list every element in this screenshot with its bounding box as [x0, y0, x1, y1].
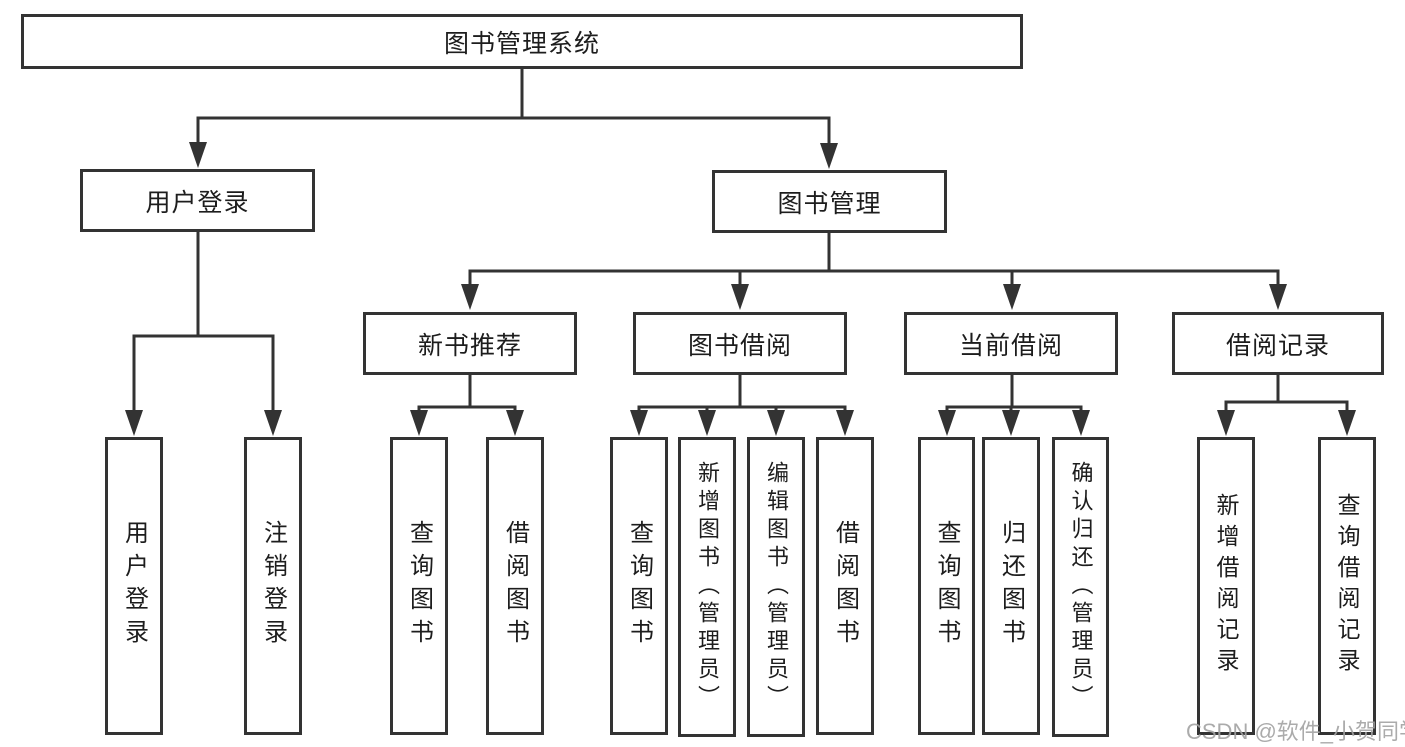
node-label: 图书管理系统: [443, 29, 600, 58]
arrowhead: [410, 410, 428, 436]
node-label: 新增借阅记录: [1213, 493, 1239, 679]
leaf-logout: 注销登录: [244, 437, 302, 735]
node-label: 用户登录: [145, 188, 250, 217]
arrowhead: [1003, 284, 1021, 310]
arrowhead: [938, 410, 956, 436]
csdn-watermark: CSDN @软件_小贺同学: [1186, 719, 1405, 744]
wire-book-management-to-level3: [461, 231, 1287, 310]
node-label: 注销登录: [259, 520, 287, 652]
arrowhead: [820, 143, 838, 169]
arrowhead: [767, 410, 785, 436]
node-label: 查询借阅记录: [1334, 493, 1360, 679]
node-label: 借阅图书: [501, 520, 529, 652]
node-new-book-recommend: 新书推荐: [363, 312, 577, 375]
node-book-borrow: 图书借阅: [633, 312, 847, 375]
leaf-borrow-add-book-admin: 新增图书（管理员）: [678, 437, 736, 737]
node-user-login: 用户登录: [80, 169, 315, 232]
arrowhead: [125, 410, 143, 436]
leaf-current-query-book: 查询图书: [918, 437, 975, 735]
leaf-current-return-book: 归还图书: [982, 437, 1040, 735]
arrowhead: [506, 410, 524, 436]
node-borrow-record: 借阅记录: [1172, 312, 1384, 375]
arrowhead: [1072, 410, 1090, 436]
wire-book-borrow-to-leaves: [630, 373, 854, 436]
wire-current-borrow-to-leaves: [938, 373, 1090, 436]
leaf-record-add-borrow-record: 新增借阅记录: [1197, 437, 1255, 735]
arrowhead: [1002, 410, 1020, 436]
arrowhead: [1269, 284, 1287, 310]
wire-borrow-record-to-leaves: [1217, 373, 1356, 436]
node-label: 当前借阅: [958, 331, 1063, 360]
leaf-newbook-borrow-book: 借阅图书: [486, 437, 544, 735]
node-label: 用户登录: [120, 520, 148, 652]
leaf-user-login: 用户登录: [105, 437, 163, 735]
leaf-current-confirm-return-admin: 确认归还（管理员）: [1052, 437, 1109, 737]
arrowhead: [731, 284, 749, 310]
node-current-borrow: 当前借阅: [904, 312, 1118, 375]
node-label: 借阅图书: [831, 520, 859, 652]
wire-root-to-level2: [189, 65, 838, 169]
arrowhead: [189, 142, 207, 168]
arrowhead: [1338, 410, 1356, 436]
leaf-newbook-query-book: 查询图书: [390, 437, 448, 735]
node-label: 查询图书: [625, 520, 653, 652]
arrowhead: [461, 284, 479, 310]
node-label: 图书借阅: [687, 331, 792, 360]
arrowhead: [836, 410, 854, 436]
leaf-record-query-borrow-record: 查询借阅记录: [1318, 437, 1376, 735]
node-label: 新增图书（管理员）: [695, 461, 720, 713]
node-label: 归还图书: [997, 520, 1025, 652]
leaf-borrow-query-book: 查询图书: [610, 437, 668, 735]
node-label: 编辑图书（管理员）: [764, 461, 789, 713]
node-label: 新书推荐: [417, 331, 522, 360]
wire-user-login-to-leaves: [125, 230, 282, 436]
arrowhead: [1217, 410, 1235, 436]
node-label: 查询图书: [933, 520, 960, 652]
node-label: 查询图书: [405, 520, 433, 652]
leaf-borrow-edit-book-admin: 编辑图书（管理员）: [747, 437, 805, 737]
arrowhead: [698, 410, 716, 436]
node-label: 图书管理: [777, 189, 882, 218]
node-library-management-system: 图书管理系统: [21, 14, 1023, 69]
leaf-borrow-borrow-book: 借阅图书: [816, 437, 874, 735]
node-label: 确认归还（管理员）: [1068, 461, 1094, 713]
arrowhead: [264, 410, 282, 436]
arrowhead: [630, 410, 648, 436]
node-label: 借阅记录: [1225, 331, 1330, 360]
wire-new-book-to-leaves: [410, 373, 524, 436]
node-book-management: 图书管理: [712, 170, 947, 233]
